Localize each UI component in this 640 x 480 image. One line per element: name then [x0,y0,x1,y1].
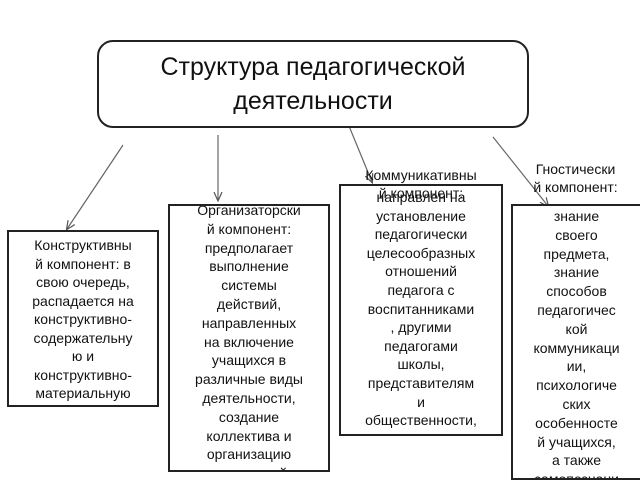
arrow-to-gnostic [492,136,548,206]
gnostic-component-heading: Гностически й компонент: [533,161,618,195]
arrow-to-constructive [67,144,124,229]
communicative-component-text: направлен на установление педагогически … [365,189,477,434]
diagram-title: Структура педагогической деятельности [97,40,529,128]
organizational-component-text: Организаторски й компонент: предполагает… [195,204,303,470]
constructive-component-text: Конструктивны й компонент: в свою очеред… [32,237,134,401]
communicative-component-box: направлен на установление педагогически … [339,184,503,436]
communicative-component-heading: Коммуникативны й компонент: [365,167,477,201]
gnostic-component-text: знание своего предмета, знание способов … [533,208,620,480]
constructive-component-box: Конструктивны й компонент: в свою очеред… [7,230,159,407]
gnostic-component-box: знание своего предмета, знание способов … [511,204,640,480]
organizational-component-box: Организаторски й компонент: предполагает… [168,204,330,472]
arrow-to-communicative [348,125,372,182]
